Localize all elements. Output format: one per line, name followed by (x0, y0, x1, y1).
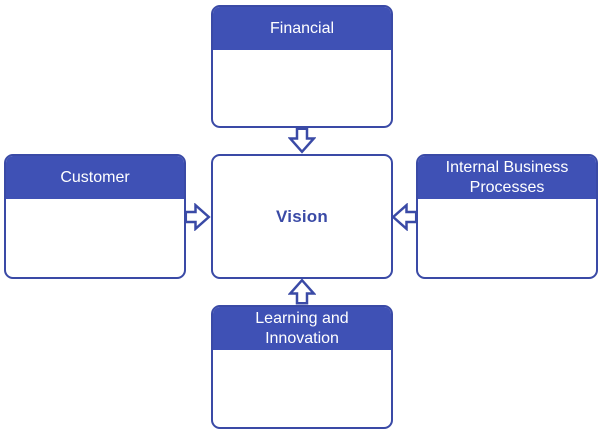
node-customer-header: Customer (6, 156, 184, 199)
node-internal-business-processes-header: Internal Business Processes (418, 156, 596, 199)
node-vision: Vision (211, 154, 393, 279)
node-customer-label: Customer (60, 168, 130, 186)
node-internal-business-processes: Internal Business Processes (416, 154, 598, 279)
node-learning-and-innovation: Learning and Innovation (211, 305, 393, 429)
arrow-up-icon (288, 278, 316, 305)
arrow-down-icon (288, 127, 316, 155)
node-learning-and-innovation-header: Learning and Innovation (213, 307, 391, 350)
node-vision-label: Vision (276, 206, 328, 226)
arrow-left-icon (391, 203, 418, 231)
arrow-right-icon (184, 203, 212, 231)
node-financial-label: Financial (269, 19, 335, 37)
node-customer: Customer (4, 154, 186, 279)
node-financial-header: Financial (213, 7, 391, 50)
node-internal-business-processes-label: Internal Business Processes (445, 158, 569, 196)
node-financial: Financial (211, 5, 393, 128)
node-learning-and-innovation-label: Learning and Innovation (255, 309, 349, 347)
